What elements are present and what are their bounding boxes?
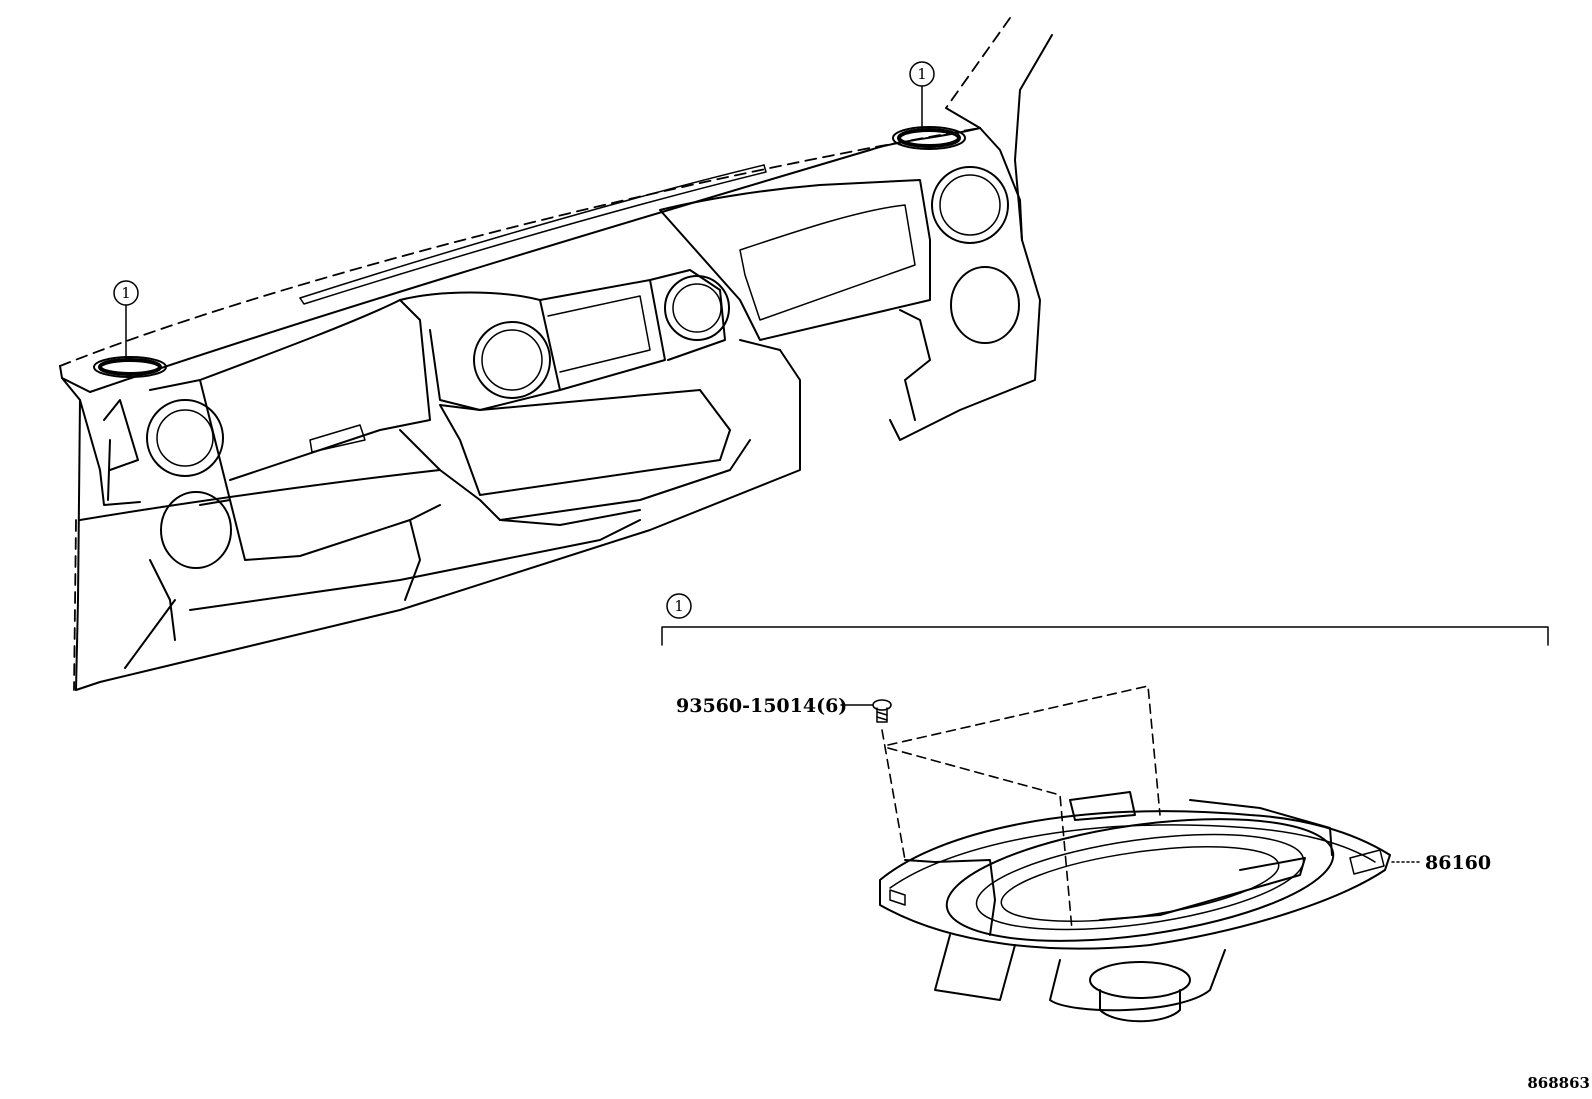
screw-icon: [840, 699, 892, 723]
screw-part-number: 93560-15014(6): [676, 695, 847, 717]
dashboard-panel: [59, 17, 1053, 691]
callout-right: 1: [909, 61, 935, 131]
callout-left-circle: [113, 280, 139, 306]
callout-left-number: 1: [121, 284, 131, 302]
callout-right-number: 1: [917, 65, 927, 83]
speaker-icon: [879, 791, 1421, 1023]
callout-right-circle: [909, 61, 935, 87]
callout-left: 1: [113, 280, 139, 361]
section-callout-circle: [666, 593, 692, 619]
section-callout-number: 1: [674, 597, 684, 615]
alignment-lines: [881, 685, 1161, 931]
speaker-part-number: 86160: [1425, 852, 1491, 874]
diagram-id: 868863: [1527, 1074, 1590, 1092]
detail-section: 1: [661, 593, 1549, 646]
section-bracket: [661, 626, 1549, 646]
